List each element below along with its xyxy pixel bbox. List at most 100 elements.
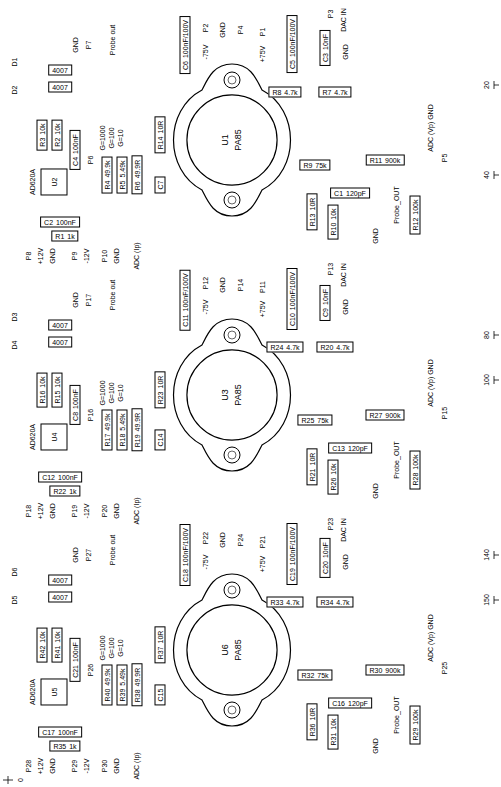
component-box: C10100nF/100V (287, 268, 298, 330)
value: 75k (317, 417, 328, 424)
component-box: R4049.9k (102, 665, 113, 706)
designator: R18 (119, 434, 126, 447)
designator: R42 (39, 646, 46, 659)
scale-mark: 100 (483, 373, 490, 387)
silkscreen-label: ADC (Vp) GND (427, 103, 434, 152)
designator: R29 (412, 728, 419, 741)
designator: R22 (53, 488, 66, 495)
component-box: R3610R (307, 704, 318, 741)
designator: R1 (55, 233, 64, 240)
component-box: R84.7k (268, 87, 301, 98)
designator: C21 (72, 665, 79, 678)
silkscreen-label: P12 (202, 276, 209, 290)
designator: R21 (309, 469, 316, 482)
designator: C11 (182, 314, 189, 326)
silkscreen-label: P2 (202, 23, 209, 34)
silkscreen-label: Probe_OUT (393, 440, 400, 479)
value: PA85 (234, 639, 243, 660)
silkscreen-label: P13 (327, 262, 334, 276)
silkscreen-label: GND (372, 227, 379, 245)
component-box: R2610k (328, 459, 339, 494)
value: 5.49k (119, 669, 126, 686)
value: 75k (317, 672, 328, 679)
value: 100nF (56, 219, 76, 226)
designator: R10 (330, 223, 337, 236)
value: 10R (309, 453, 316, 466)
silkscreen-label: G=1000 (99, 634, 106, 661)
silkscreen-label: P15 (441, 406, 448, 420)
value: 10k (330, 463, 337, 474)
silkscreen-label: P1 (259, 27, 266, 38)
designator: R17 (104, 434, 111, 447)
silkscreen-label: GND (49, 757, 56, 775)
component-box: R449.9k (102, 156, 113, 193)
component-box: R395.49k (117, 665, 128, 706)
silkscreen-label: GND (49, 502, 56, 520)
designator: R23 (157, 392, 164, 405)
silkscreen-label: G=100 (108, 636, 115, 659)
component-box: R3849.9R (132, 664, 143, 707)
silkscreen-label: D2 (11, 85, 18, 96)
designator: R32 (301, 672, 314, 679)
value: 1k (69, 743, 76, 750)
component-box: R351k (49, 741, 80, 752)
silkscreen-label: P17 (85, 293, 92, 307)
silkscreen-label: DAC IN (340, 262, 347, 288)
value: 5.49k (119, 160, 126, 177)
designator: R2 (54, 138, 61, 147)
value: 4.7k (284, 89, 297, 96)
designator: 4007 (52, 594, 68, 601)
silkscreen-label: P25 (441, 661, 448, 675)
designator: C15 (157, 689, 164, 702)
designator: R16 (39, 391, 46, 404)
silkscreen-label: GND (113, 502, 120, 520)
designator: R15 (54, 391, 61, 404)
scale-mark: 0 (17, 777, 24, 783)
value: PA85 (234, 129, 243, 150)
silkscreen-label: P30 (101, 759, 108, 773)
designator: R41 (54, 646, 61, 659)
value: 4.7k (336, 344, 349, 351)
component-box: R27900k (365, 410, 404, 421)
pa85-package: U3PA85 (186, 349, 278, 441)
component-box: C19100nF/100V (287, 523, 298, 585)
component-box: R649.9R (132, 156, 143, 195)
component-box: R2575k (297, 415, 332, 426)
silkscreen-label: P3 (327, 9, 334, 20)
component-box: R1949.9R (132, 409, 143, 452)
component-box: R975k (299, 160, 330, 171)
silkscreen-label: ADC (Vp) GND (427, 358, 434, 407)
silkscreen-label: P24 (237, 533, 244, 547)
value: 100nF/100V (289, 272, 296, 310)
silkscreen-label: -75V (202, 44, 209, 61)
component-box: R3275k (297, 670, 332, 681)
designator: U3 (221, 389, 230, 401)
designator: C13 (332, 445, 345, 452)
silkscreen-label: Probe_OUT (393, 695, 400, 734)
component-box: C4100nF (70, 130, 81, 170)
component-box: C310nF (320, 30, 331, 66)
component-box: R11k (51, 231, 78, 242)
silkscreen-label: -12V (83, 248, 90, 265)
designator: C9 (322, 308, 329, 317)
silkscreen-label: AD620A (29, 423, 36, 451)
designator: R40 (104, 689, 111, 702)
designator: R8 (272, 89, 281, 96)
value: 900k (385, 412, 400, 419)
value: 1k (67, 233, 74, 240)
value: 10k (39, 123, 46, 134)
component-box: C16120pF (328, 698, 372, 709)
component-box: C13120pF (328, 443, 372, 454)
silkscreen-label: -75V (202, 299, 209, 316)
silkscreen-label: G=10 (117, 383, 124, 402)
value: 100nF (58, 474, 78, 481)
value: 120pF (348, 445, 368, 452)
value: 100nF (72, 389, 79, 409)
silkscreen-label: P22 (202, 531, 209, 545)
value: 900k (385, 157, 400, 164)
silkscreen-label: P28 (25, 759, 32, 773)
silkscreen-label: P14 (237, 278, 244, 292)
designator: R4 (104, 181, 111, 190)
designator: R13 (309, 214, 316, 227)
